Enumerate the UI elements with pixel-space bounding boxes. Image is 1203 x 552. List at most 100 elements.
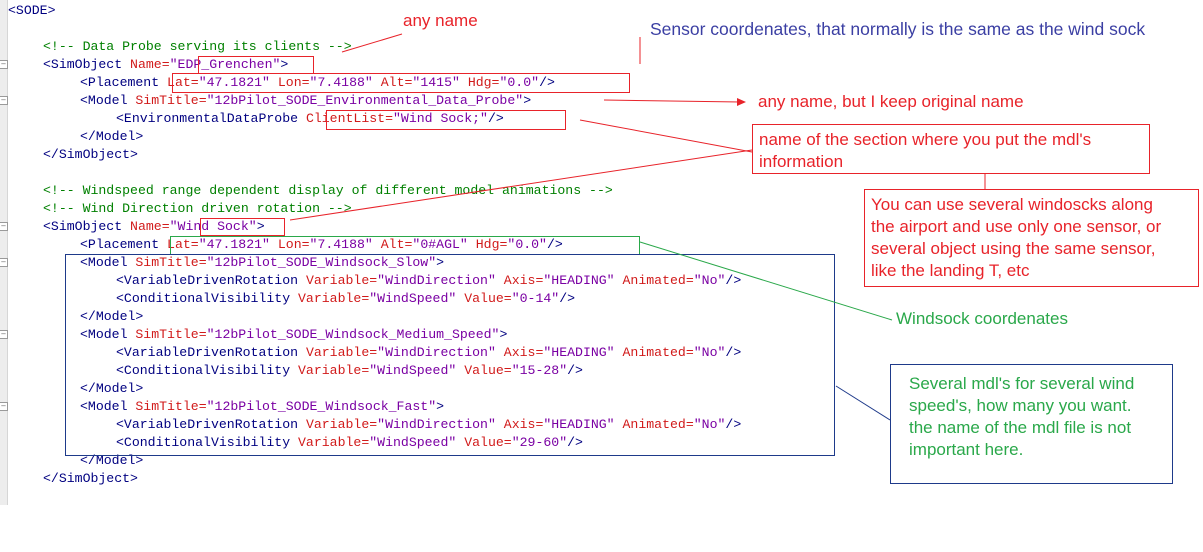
xml-tag: /> [567,435,583,450]
xml-value: "WindSpeed" [369,435,457,450]
xml-tag: > [499,327,508,342]
xml-value: "WindSpeed" [369,291,457,306]
xml-tag: <ConditionalVisibility [116,435,291,450]
xml-value: "29-60" [511,435,568,450]
xml-tag: <EnvironmentalDataProbe [116,111,299,126]
code-line[interactable]: </Model> [80,128,143,146]
xml-value: "Wind Sock;" [393,111,488,126]
fold-toggle-icon[interactable]: − [0,222,8,231]
xml-attribute: Lon= [269,237,310,252]
xml-tag: <VariableDrivenRotation [116,417,299,432]
code-line[interactable]: <!-- Data Probe serving its clients --> [43,38,352,56]
xml-value: "HEADING" [543,417,615,432]
xml-tag: </Model> [80,381,144,396]
xml-tag: /> [725,417,742,432]
xml-attribute: Value= [456,291,512,306]
code-line[interactable]: <!-- Wind Direction driven rotation --> [43,200,352,218]
xml-attribute: Variable= [298,345,378,360]
xml-tag: /> [546,237,563,252]
code-line[interactable]: <Placement Lat="47.1821" Lon="7.4188" Al… [80,236,563,254]
xml-attribute: Alt= [372,237,413,252]
code-line[interactable]: <VariableDrivenRotation Variable="WindDi… [116,416,741,434]
xml-value: "HEADING" [543,345,615,360]
note-section-name: name of the section where you put the md… [752,124,1150,174]
code-line[interactable]: <SODE> [8,2,55,20]
xml-value: "No" [693,417,726,432]
code-line[interactable]: <SimObject Name="Wind Sock"> [43,218,265,236]
code-line[interactable]: </Model> [80,452,143,470]
xml-tag: <SimObject [43,57,123,72]
fold-toggle-icon[interactable]: − [0,330,8,339]
code-line[interactable]: </SimObject> [43,470,138,488]
xml-value: "EDP_Grenchen" [169,57,281,72]
xml-tag: /> [559,291,576,306]
xml-comment: <!-- Windspeed range dependent display o… [43,183,613,198]
xml-attribute: Variable= [290,435,370,450]
code-line[interactable]: </SimObject> [43,146,138,164]
xml-value: "HEADING" [543,273,615,288]
xml-tag: > [280,57,289,72]
xml-value: "WindSpeed" [369,363,457,378]
code-line[interactable]: <ConditionalVisibility Variable="WindSpe… [116,362,583,380]
note-several-windsocks: You can use several windoscks along the … [864,189,1199,287]
xml-attribute: Lat= [159,237,199,252]
xml-tag: <Model [80,327,128,342]
highlight-windsock-placement [170,236,640,255]
xml-attribute: SimTitle= [127,255,207,270]
fold-toggle-icon[interactable]: − [0,402,8,411]
note-sensor-coordinates: Sensor coordenates, that normally is the… [650,19,1146,39]
xml-value: "47.1821" [198,75,270,90]
xml-comment: <!-- Wind Direction driven rotation --> [43,201,352,216]
note-windsock-coordinates: Windsock coordenates [896,309,1068,328]
code-line[interactable]: <EnvironmentalDataProbe ClientList="Wind… [116,110,504,128]
xml-value: "Wind Sock" [169,219,257,234]
xml-tag: <Model [80,255,128,270]
code-line[interactable]: <Model SimTitle="12bPilot_SODE_Windsock_… [80,326,507,344]
xml-tag: > [436,399,445,414]
xml-attribute: SimTitle= [127,399,207,414]
highlight-probe-placement [172,73,630,93]
highlight-model-group [65,254,835,456]
code-line[interactable]: <!-- Windspeed range dependent display o… [43,182,613,200]
fold-toggle-icon[interactable]: − [0,60,8,69]
xml-tag: </Model> [80,453,144,468]
xml-value: "WindDirection" [377,417,496,432]
xml-tag: <Placement [80,237,160,252]
xml-value: "7.4188" [309,237,373,252]
xml-value: "12bPilot_SODE_Windsock_Medium_Speed" [206,327,500,342]
xml-value: "12bPilot_SODE_Environmental_Data_Probe" [206,93,524,108]
code-line[interactable]: <Placement Lat="47.1821" Lon="7.4188" Al… [80,74,555,92]
code-line[interactable]: <SimObject Name="EDP_Grenchen"> [43,56,288,74]
xml-value: "0#AGL" [412,237,468,252]
code-line[interactable]: </Model> [80,308,143,326]
xml-attribute: Animated= [614,345,694,360]
highlight-simobject-name [198,56,314,74]
xml-tag: <Placement [80,75,160,90]
code-line[interactable]: </Model> [80,380,143,398]
xml-value: "7.4188" [309,75,373,90]
xml-tag: <VariableDrivenRotation [116,273,299,288]
fold-toggle-icon[interactable]: − [0,258,8,267]
fold-toggle-icon[interactable]: − [0,96,8,105]
xml-value: "15-28" [511,363,568,378]
xml-attribute: Variable= [298,273,378,288]
xml-value: "0-14" [511,291,560,306]
xml-tag: <Model [80,93,128,108]
xml-tag: <SimObject [43,219,123,234]
xml-attribute: Variable= [290,291,370,306]
code-line[interactable]: <Model SimTitle="12bPilot_SODE_Environme… [80,92,531,110]
xml-attribute: Value= [456,435,512,450]
xml-attribute: Lat= [159,75,199,90]
xml-tag: <VariableDrivenRotation [116,345,299,360]
xml-value: "1415" [412,75,460,90]
xml-value: "WindDirection" [377,273,496,288]
highlight-windsock-name [200,218,285,236]
code-line[interactable]: <ConditionalVisibility Variable="WindSpe… [116,434,583,452]
code-line[interactable]: <Model SimTitle="12bPilot_SODE_Windsock_… [80,398,444,416]
code-line[interactable]: <VariableDrivenRotation Variable="WindDi… [116,344,741,362]
xml-tag: </Model> [80,129,144,144]
code-line[interactable]: <Model SimTitle="12bPilot_SODE_Windsock_… [80,254,444,272]
xml-attribute: Animated= [614,417,694,432]
xml-attribute: Variable= [290,363,370,378]
code-line[interactable]: <ConditionalVisibility Variable="WindSpe… [116,290,575,308]
